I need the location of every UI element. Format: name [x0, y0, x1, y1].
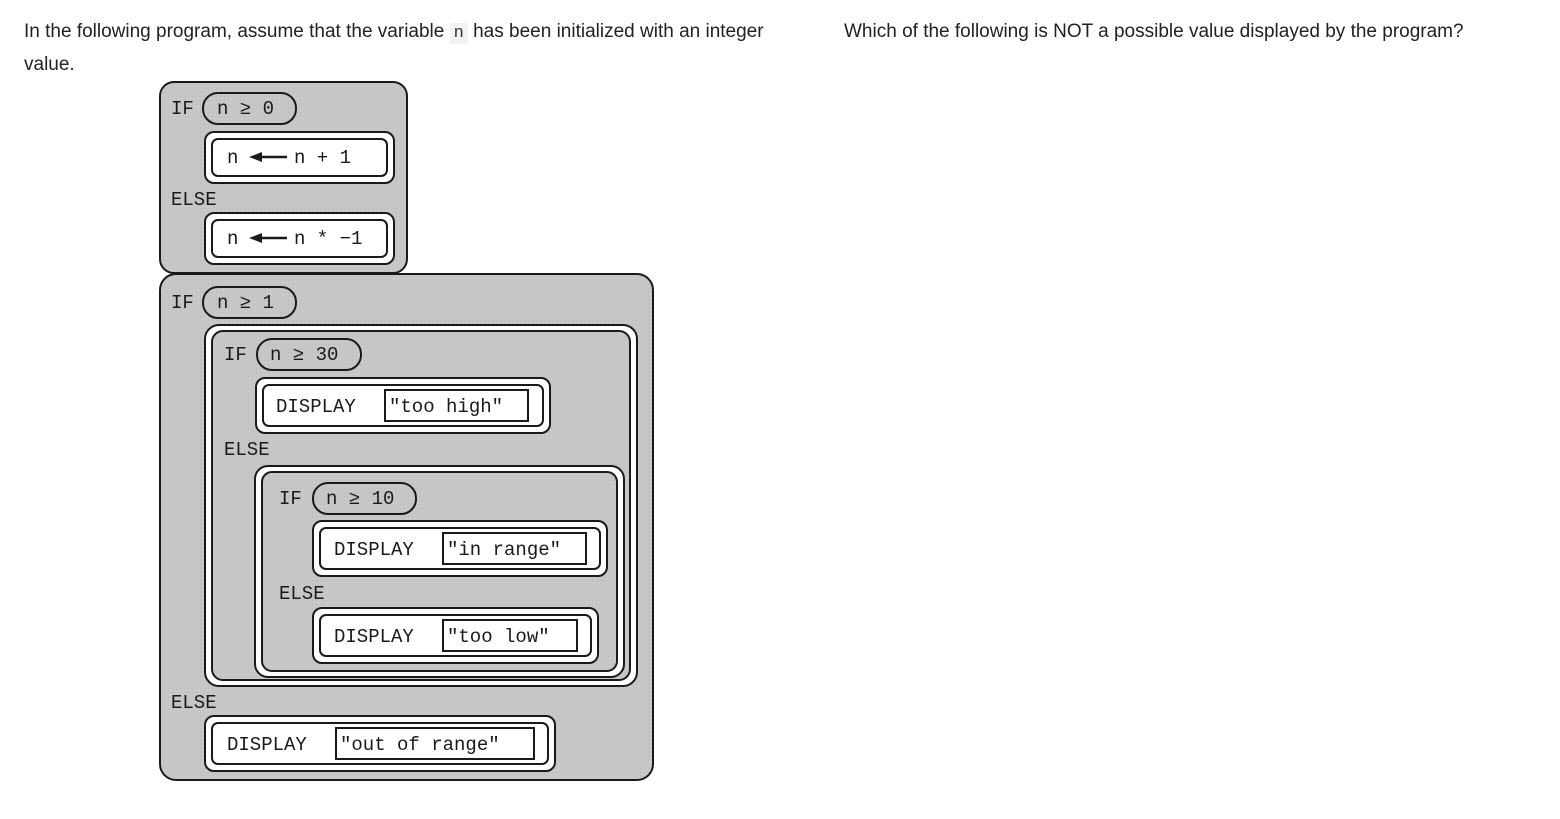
- if-else-block-1: IF n ≥ 0 n n + 1 ELSE n n * −1: [159, 81, 408, 274]
- string-literal: "out of range": [340, 734, 500, 756]
- display-out-of-range-block: DISPLAY "out of range": [204, 715, 556, 772]
- string-literal-box: [384, 389, 529, 422]
- left-arrow-icon: [249, 233, 287, 243]
- string-literal: "too high": [389, 396, 503, 418]
- display-keyword: DISPLAY: [276, 396, 356, 418]
- condition-pill: [256, 338, 362, 371]
- assign-block-inner: [211, 138, 388, 177]
- string-literal-box: [442, 619, 578, 652]
- if-else-block-2: IF n ≥ 1 IF n ≥ 30 DISPLAY "too high" EL…: [159, 273, 654, 781]
- display-keyword: DISPLAY: [334, 626, 414, 648]
- question-text: Which of the following is NOT a possible…: [844, 21, 1464, 42]
- assign-expression: n + 1: [294, 147, 351, 169]
- display-too-high-block: DISPLAY "too high": [255, 377, 551, 434]
- display-keyword: DISPLAY: [227, 734, 307, 756]
- else-keyword: ELSE: [171, 189, 217, 211]
- condition-pill: [312, 482, 417, 515]
- innermost-if-block: IF n ≥ 10 DISPLAY "in range" ELSE DISPLA…: [254, 465, 625, 678]
- left-arrow-icon: [249, 152, 287, 162]
- condition-text: n ≥ 10: [326, 488, 394, 510]
- if-keyword: IF: [224, 344, 247, 366]
- condition-pill: [202, 286, 297, 319]
- assign-expression: n * −1: [294, 228, 362, 250]
- if-keyword: IF: [171, 292, 194, 314]
- question-prompt: In the following program, assume that th…: [24, 16, 814, 80]
- prompt-text-after: has been initialized with an integer val…: [24, 21, 764, 75]
- variable-n: n: [449, 23, 468, 44]
- display-keyword: DISPLAY: [334, 539, 414, 561]
- condition-text: n ≥ 0: [217, 98, 274, 120]
- assign-block-inner: [211, 219, 388, 258]
- else-keyword: ELSE: [224, 439, 270, 461]
- display-in-range-block: DISPLAY "in range": [312, 520, 608, 577]
- display-too-low-block: DISPLAY "too low": [312, 607, 599, 664]
- string-literal: "in range": [447, 539, 561, 561]
- if-keyword: IF: [171, 98, 194, 120]
- assign-target: n: [227, 228, 238, 250]
- assign-target: n: [227, 147, 238, 169]
- else-keyword: ELSE: [171, 692, 217, 714]
- string-literal: "too low": [447, 626, 550, 648]
- condition-text: n ≥ 30: [270, 344, 338, 366]
- string-literal-box: [335, 727, 535, 760]
- prompt-text-before: In the following program, assume that th…: [24, 21, 445, 42]
- if-keyword: IF: [279, 488, 302, 510]
- nested-if-block: IF n ≥ 30 DISPLAY "too high" ELSE IF n ≥…: [204, 324, 638, 687]
- else-keyword: ELSE: [279, 583, 325, 605]
- condition-text: n ≥ 1: [217, 292, 274, 314]
- string-literal-box: [442, 532, 587, 565]
- condition-pill: [202, 92, 297, 125]
